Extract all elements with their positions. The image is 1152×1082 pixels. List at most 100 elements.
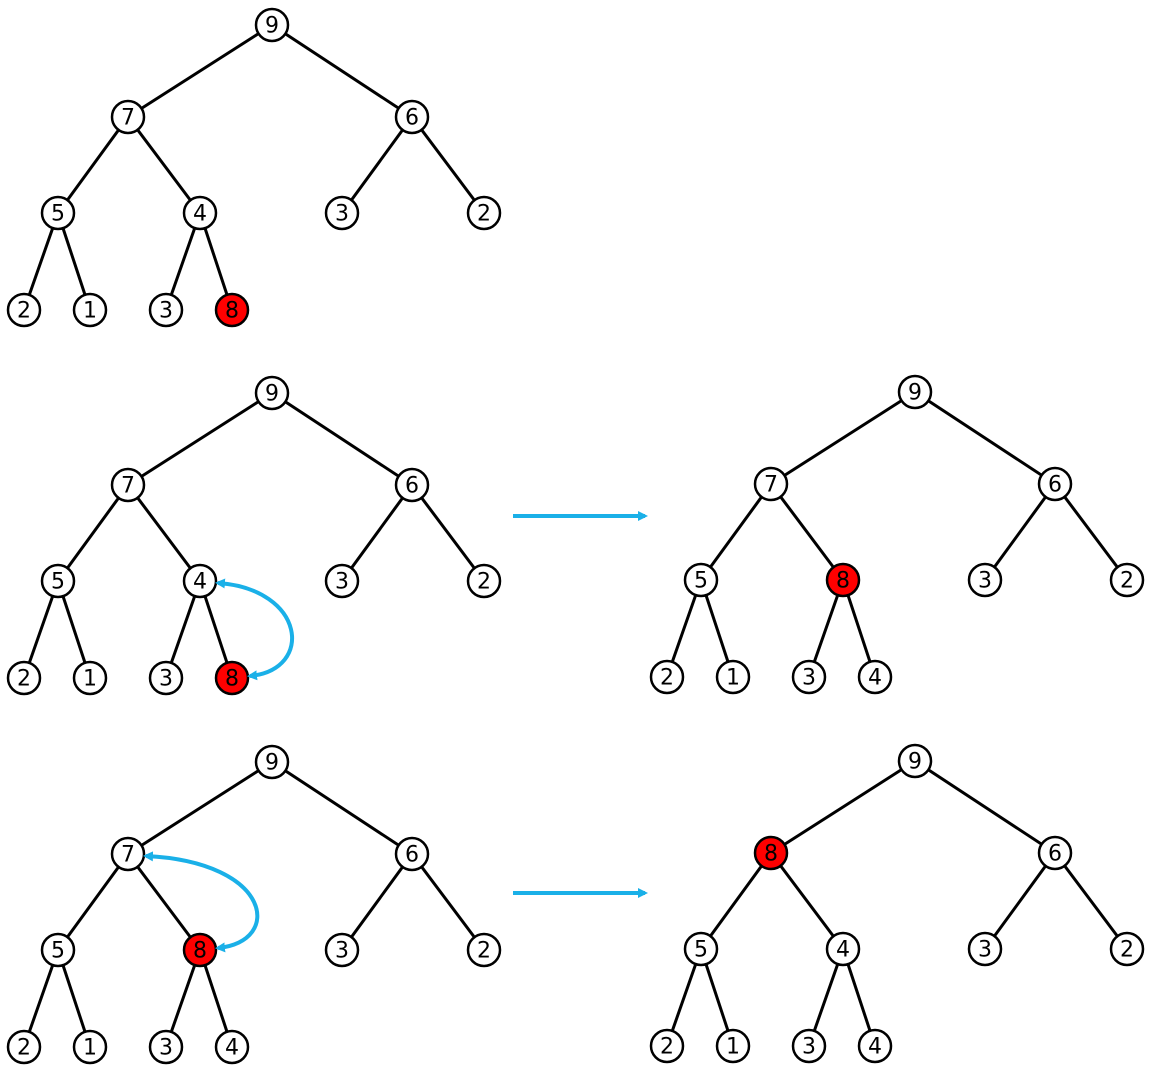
- tree-node: 1: [715, 1028, 751, 1064]
- node-label: 2: [17, 299, 31, 324]
- node-circle: [715, 1028, 751, 1064]
- tree-edge: [271, 391, 413, 487]
- node-circle: [715, 659, 751, 695]
- node-circle: [683, 562, 719, 598]
- tree-node: 7: [753, 466, 789, 502]
- node-circle: [897, 743, 933, 779]
- node-label: 3: [159, 667, 173, 692]
- tree-node: 4: [214, 1029, 250, 1065]
- tree-node: 7: [110, 99, 146, 135]
- tree-node: 3: [967, 562, 1003, 598]
- tree-edge: [770, 390, 916, 486]
- tree-edge: [127, 23, 273, 119]
- node-label: 2: [477, 570, 491, 595]
- node-label: 6: [1048, 842, 1062, 867]
- tree-node: 2: [6, 1029, 42, 1065]
- node-label: 2: [1120, 938, 1134, 963]
- node-circle: [1109, 562, 1145, 598]
- node-label: 5: [51, 570, 65, 595]
- node-circle: [791, 659, 827, 695]
- tree-node: 3: [791, 659, 827, 695]
- node-circle: [791, 1028, 827, 1064]
- tree-node: 5: [683, 562, 719, 598]
- tree-edge: [271, 23, 413, 119]
- tree-edge: [127, 391, 273, 487]
- node-label: 7: [121, 843, 135, 868]
- node-label: 3: [978, 569, 992, 594]
- tree-edge: [410, 484, 486, 582]
- node-circle: [394, 99, 430, 135]
- node-label: 1: [83, 1036, 97, 1061]
- tree-node: 3: [324, 563, 360, 599]
- node-label: 9: [908, 381, 922, 406]
- tree-node: 5: [40, 932, 76, 968]
- node-label: 9: [265, 382, 279, 407]
- tree-node: 9: [254, 7, 290, 43]
- tree-node: 9: [897, 374, 933, 410]
- node-circle: [72, 292, 108, 328]
- tree-node: 1: [72, 660, 108, 696]
- node-circle: [6, 1029, 42, 1065]
- node-circle: [753, 835, 789, 871]
- tree-node: 2: [1109, 562, 1145, 598]
- tree-node: 1: [72, 1029, 108, 1065]
- node-circle: [254, 7, 290, 43]
- node-label: 8: [764, 842, 778, 867]
- node-label: 5: [694, 938, 708, 963]
- tree-edge: [56, 853, 130, 951]
- node-label: 8: [836, 569, 850, 594]
- node-label: 7: [764, 473, 778, 498]
- tree-edge: [271, 760, 413, 856]
- tree-node: 4: [825, 931, 861, 967]
- node-circle: [324, 563, 360, 599]
- node-circle: [324, 195, 360, 231]
- tree-node: 4: [182, 563, 218, 599]
- tree-edge: [914, 759, 1056, 855]
- tree-node: 6: [1037, 835, 1073, 871]
- tree-edge: [1053, 852, 1129, 950]
- node-label: 2: [660, 666, 674, 691]
- node-circle: [6, 660, 42, 696]
- node-circle: [649, 1028, 685, 1064]
- node-label: 3: [159, 299, 173, 324]
- node-label: 1: [83, 299, 97, 324]
- node-circle: [254, 744, 290, 780]
- node-circle: [40, 563, 76, 599]
- node-label: 4: [225, 1036, 239, 1061]
- node-circle: [1037, 835, 1073, 871]
- node-label: 6: [1048, 473, 1062, 498]
- tree-node: 4: [857, 659, 893, 695]
- node-circle: [466, 563, 502, 599]
- node-label: 1: [726, 666, 740, 691]
- tree-node: 6: [394, 99, 430, 135]
- node-circle: [394, 836, 430, 872]
- node-label: 4: [836, 938, 850, 963]
- node-label: 5: [51, 939, 65, 964]
- tree-node: 1: [715, 659, 751, 695]
- node-circle: [148, 292, 184, 328]
- node-label: 7: [121, 106, 135, 131]
- node-label: 2: [660, 1035, 674, 1060]
- tree-node: 5: [683, 931, 719, 967]
- node-label: 8: [193, 939, 207, 964]
- tree-node: 2: [1109, 931, 1145, 967]
- tree-node: 9: [254, 744, 290, 780]
- tree-node: 6: [394, 467, 430, 503]
- node-circle: [466, 195, 502, 231]
- node-label: 5: [694, 569, 708, 594]
- node-circle: [148, 1029, 184, 1065]
- tree-edge: [56, 484, 130, 582]
- tree-edge: [340, 853, 414, 951]
- node-label: 3: [802, 1035, 816, 1060]
- highlighted-node: 8: [825, 562, 861, 598]
- node-label: 7: [121, 474, 135, 499]
- tree-node: 3: [791, 1028, 827, 1064]
- node-circle: [214, 292, 250, 328]
- node-circle: [110, 99, 146, 135]
- tree-node: 5: [40, 195, 76, 231]
- tree-node: 6: [394, 836, 430, 872]
- tree-edge: [983, 852, 1057, 950]
- highlighted-node: 8: [753, 835, 789, 871]
